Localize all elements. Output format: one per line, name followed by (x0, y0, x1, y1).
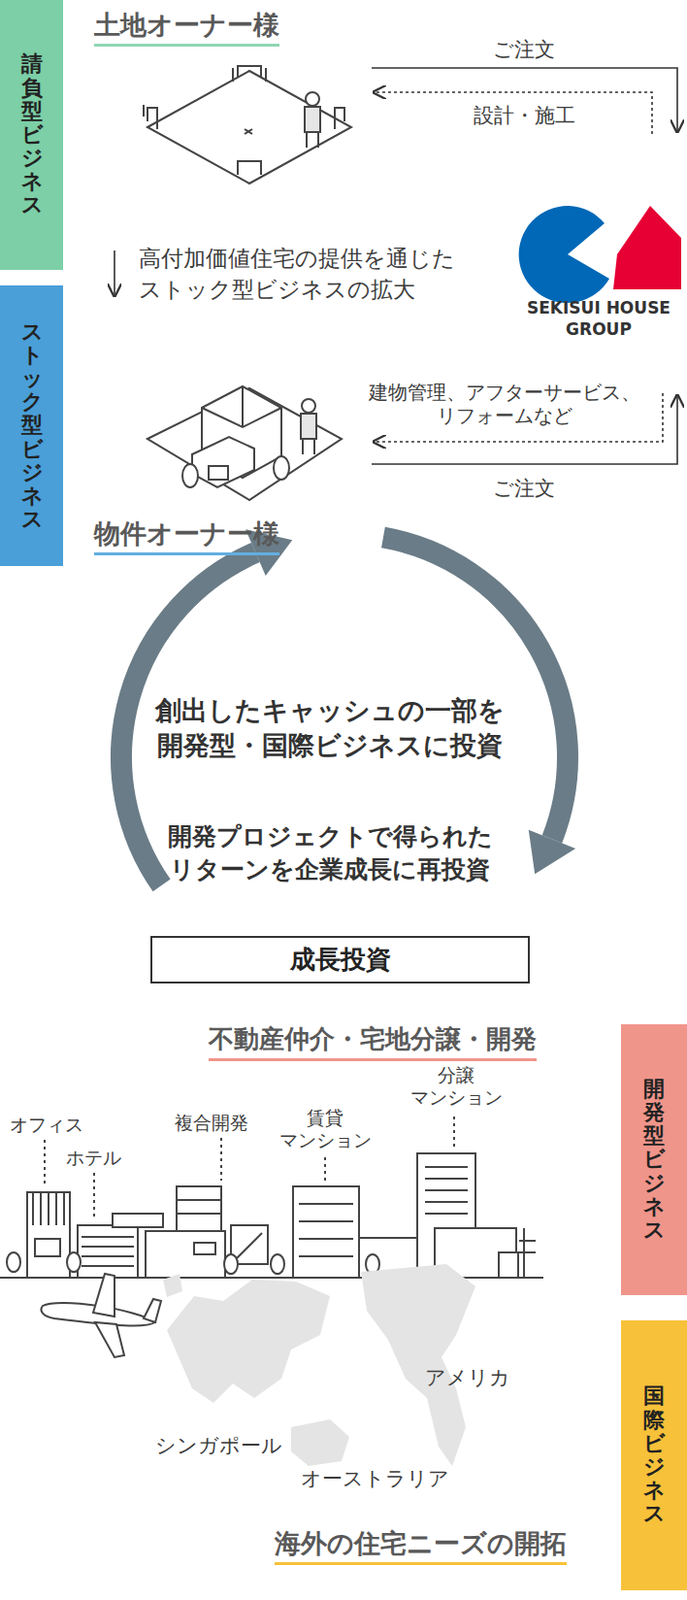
text-label: オフィス (9, 1112, 84, 1137)
text-label: 分譲 マンション (410, 1063, 503, 1109)
section-heading: 不動産仲介・宅地分譲・開発 (208, 1022, 537, 1061)
text-label: アメリカ (425, 1364, 511, 1391)
cycle-arc (383, 536, 568, 839)
cycle-arrows (121, 528, 576, 885)
text-label: 賃貸 マンション (279, 1106, 372, 1151)
text-label: ご注文 (492, 475, 556, 502)
section-heading: 物件オーナー様 (94, 516, 280, 556)
text-label: シンガポール (155, 1432, 283, 1459)
section-heading: 土地オーナー様 (94, 7, 280, 47)
text-label: 創出したキャッシュの一部を 開発型・国際ビジネスに投資 (155, 692, 505, 764)
airplane (41, 1273, 163, 1357)
land-plot (143, 65, 352, 184)
box-label: 成長投資 (290, 942, 392, 977)
company-logo (519, 205, 682, 303)
order-arrows (114, 67, 678, 464)
text-label: 設計・施工 (473, 102, 576, 130)
category-band: 開発型ビジネス (621, 1023, 687, 1295)
band-label: ストック型ビジネス (21, 320, 43, 532)
category-band: 請負型ビジネス (0, 0, 64, 270)
category-band: 国際ビジネス (621, 1319, 687, 1590)
house-illustration (147, 386, 342, 500)
text-label: ホテル (65, 1145, 122, 1170)
section-heading: 海外の住宅ニーズの開拓 (274, 1525, 567, 1565)
text-label: ご注文 (492, 36, 556, 64)
cycle-arrowhead (528, 829, 576, 874)
text-label: 建物管理、アフターサービス、 リフォームなど (368, 380, 641, 427)
band-label: 開発型ビジネス (643, 1077, 665, 1242)
category-band: ストック型ビジネス (0, 285, 64, 566)
text-label: 開発プロジェクトで得られた リターンを企業成長に再投資 (167, 819, 493, 886)
text-label: 高付加価値住宅の提供を通じた ストック型ビジネスの拡大 (138, 242, 456, 305)
text-label: オーストラリア (300, 1465, 450, 1492)
process-box: 成長投資 (150, 935, 530, 983)
text-label: SEKISUI HOUSE GROUP (521, 296, 677, 340)
text-label: 複合開発 (174, 1110, 249, 1135)
city-illustration (0, 1115, 544, 1277)
band-label: 請負型ビジネス (21, 52, 43, 217)
band-label: 国際ビジネス (643, 1383, 665, 1525)
